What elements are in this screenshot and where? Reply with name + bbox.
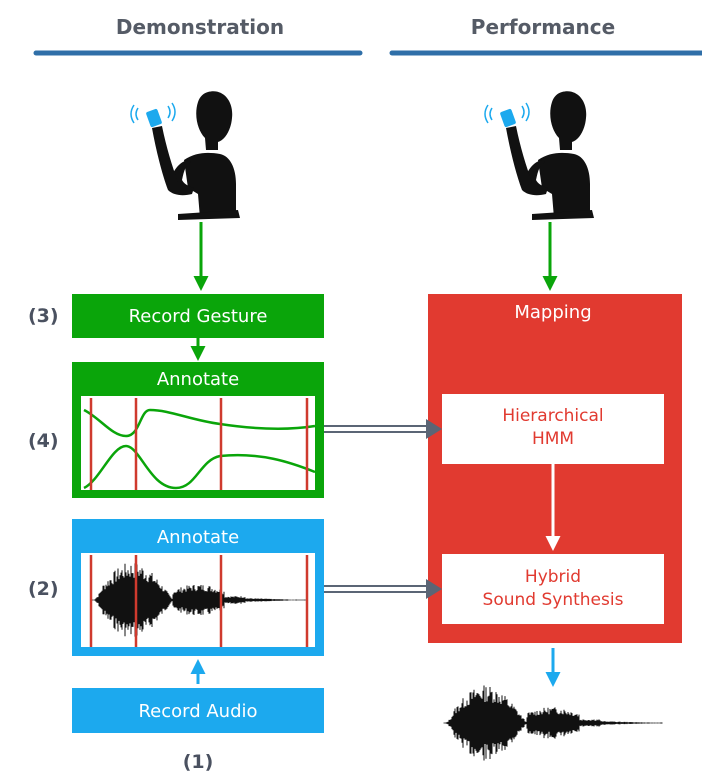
- step-2-label: (2): [28, 578, 59, 600]
- synthesis-label-line1: Hybrid: [525, 567, 581, 587]
- hybrid-sound-synthesis-block: [442, 554, 664, 624]
- gesture-to-hmm-arrow: [324, 419, 442, 439]
- step-3-label: (3): [28, 305, 59, 327]
- record-audio-label: Record Audio: [138, 701, 257, 722]
- demonstration-performer-icon: [130, 90, 241, 221]
- annotate-audio-label: Annotate: [157, 527, 239, 548]
- gesture-curve-2: [83, 444, 316, 490]
- annotate-gesture-label: Annotate: [157, 369, 239, 390]
- mapping-label: Mapping: [514, 302, 591, 323]
- demonstration-header: Demonstration: [116, 15, 284, 39]
- step-1-label: (1): [183, 751, 214, 773]
- gesture-plot-area: [81, 396, 315, 490]
- hmm-label-line1: Hierarchical: [502, 406, 603, 426]
- record-audio-block: [72, 688, 324, 733]
- record-gesture-label: Record Gesture: [129, 306, 268, 327]
- synthesis-label-line2: Sound Synthesis: [483, 590, 624, 610]
- performance-performer-icon: [484, 90, 595, 221]
- hierarchical-hmm-block: [442, 394, 664, 464]
- performance-header: Performance: [471, 15, 615, 39]
- record-gesture-block: [72, 294, 324, 338]
- step-4-label: (4): [28, 430, 59, 452]
- audio-to-synthesis-arrow: [324, 579, 442, 599]
- output-waveform-icon: [443, 685, 663, 761]
- gesture-curve-1: [83, 408, 316, 438]
- hmm-label-line2: HMM: [532, 429, 574, 449]
